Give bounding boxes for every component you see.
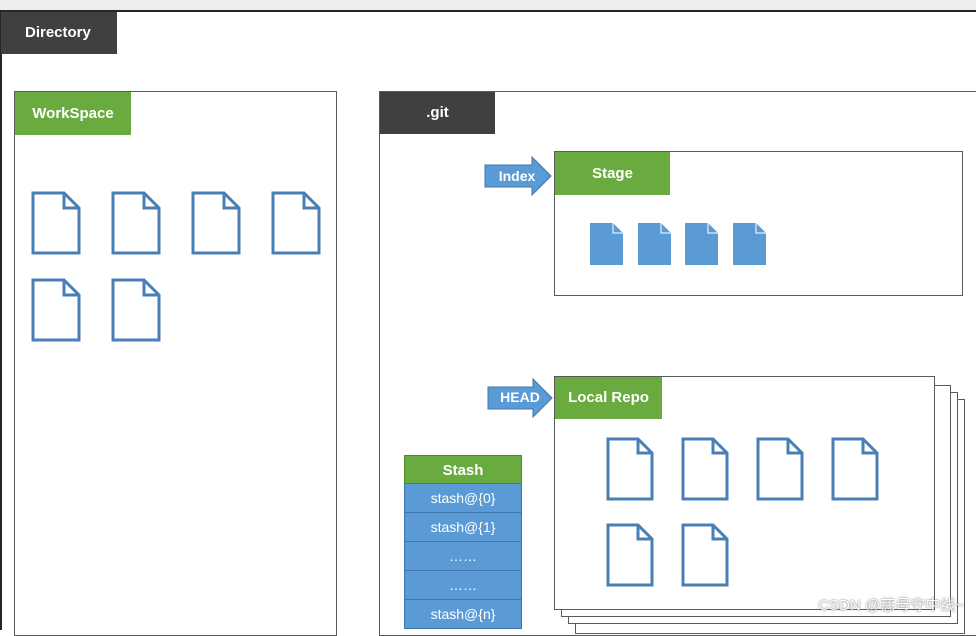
document-icon [590,223,623,265]
stage-tab: Stage [555,152,670,195]
document-icon [191,191,241,255]
document-icon [606,437,654,501]
workspace-tab: WorkSpace [15,92,131,135]
index-label: Index [498,168,536,184]
stash-header: Stash [404,455,522,484]
document-icon [681,523,729,587]
index-arrow [484,156,552,196]
document-icon [606,523,654,587]
document-icon [831,437,879,501]
workspace-panel [14,91,337,636]
document-icon [681,437,729,501]
stash-list: Stash stash@{0} stash@{1} …… …… stash@{n… [404,455,522,629]
watermark: CSDN @慈母守中线~ [818,597,964,614]
local-repo-tab: Local Repo [555,377,662,419]
stash-entry: stash@{0} [404,484,522,513]
stash-entry: …… [404,571,522,600]
document-icon [271,191,321,255]
document-icon [111,278,161,342]
top-strip [0,0,976,10]
document-icon [685,223,718,265]
directory-tab: Directory [1,12,117,54]
git-tab: .git [380,92,495,134]
stash-entry: stash@{1} [404,513,522,542]
stash-entry: …… [404,542,522,571]
document-icon [638,223,671,265]
document-icon [111,191,161,255]
document-icon [733,223,766,265]
document-icon [756,437,804,501]
head-arrow [487,378,553,418]
document-icon [31,278,81,342]
head-label: HEAD [500,389,540,405]
stash-entry: stash@{n} [404,600,522,629]
document-icon [31,191,81,255]
